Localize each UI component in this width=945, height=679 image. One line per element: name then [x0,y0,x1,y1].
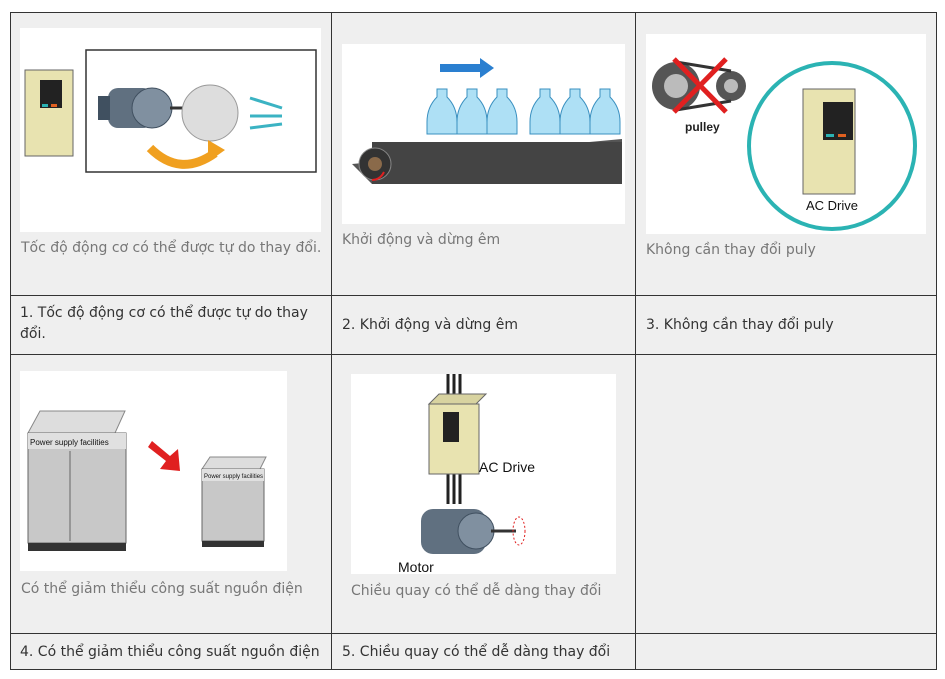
image-caption: Không cần thay đổi puly [646,242,816,258]
image-caption: Có thể giảm thiểu công suất nguồn điện [21,581,303,597]
feature-label: 5. Chiều quay có thể dễ dàng thay đổi [342,644,611,660]
facility-label-small: Power supply facilities [204,474,263,480]
drive-label: AC Drive [806,198,858,213]
rotation-image: AC Drive Motor [351,374,616,574]
divider [10,354,937,355]
feature-label: 1. Tốc độ động cơ có thể được tự do thay… [20,305,308,342]
divider [10,633,937,634]
feature-label: 3. Không cần thay đổi puly [646,317,834,333]
image-caption: Khởi động và dừng êm [342,232,501,248]
divider [331,12,332,670]
image-caption: Chiều quay có thể dễ dàng thay đổi [351,583,602,599]
motor-label: Motor [398,559,434,574]
pulley-label: pulley [685,120,720,134]
image-caption: Tốc độ động cơ có thể được tự do thay đổ… [21,240,322,256]
power-supply-image: Power supply facilities Power supply fac… [20,371,287,571]
drive-label: AC Drive [479,459,535,475]
feature-label: 4. Có thể giảm thiểu công suất nguồn điệ… [20,644,320,660]
facility-label: Power supply facilities [30,438,109,447]
divider [10,295,937,296]
divider [635,12,636,670]
feature-label: 2. Khởi động và dừng êm [342,317,518,333]
speed-control-image [20,28,321,232]
pulley-image: pulley AC Drive [646,34,926,234]
conveyor-image [342,44,625,224]
